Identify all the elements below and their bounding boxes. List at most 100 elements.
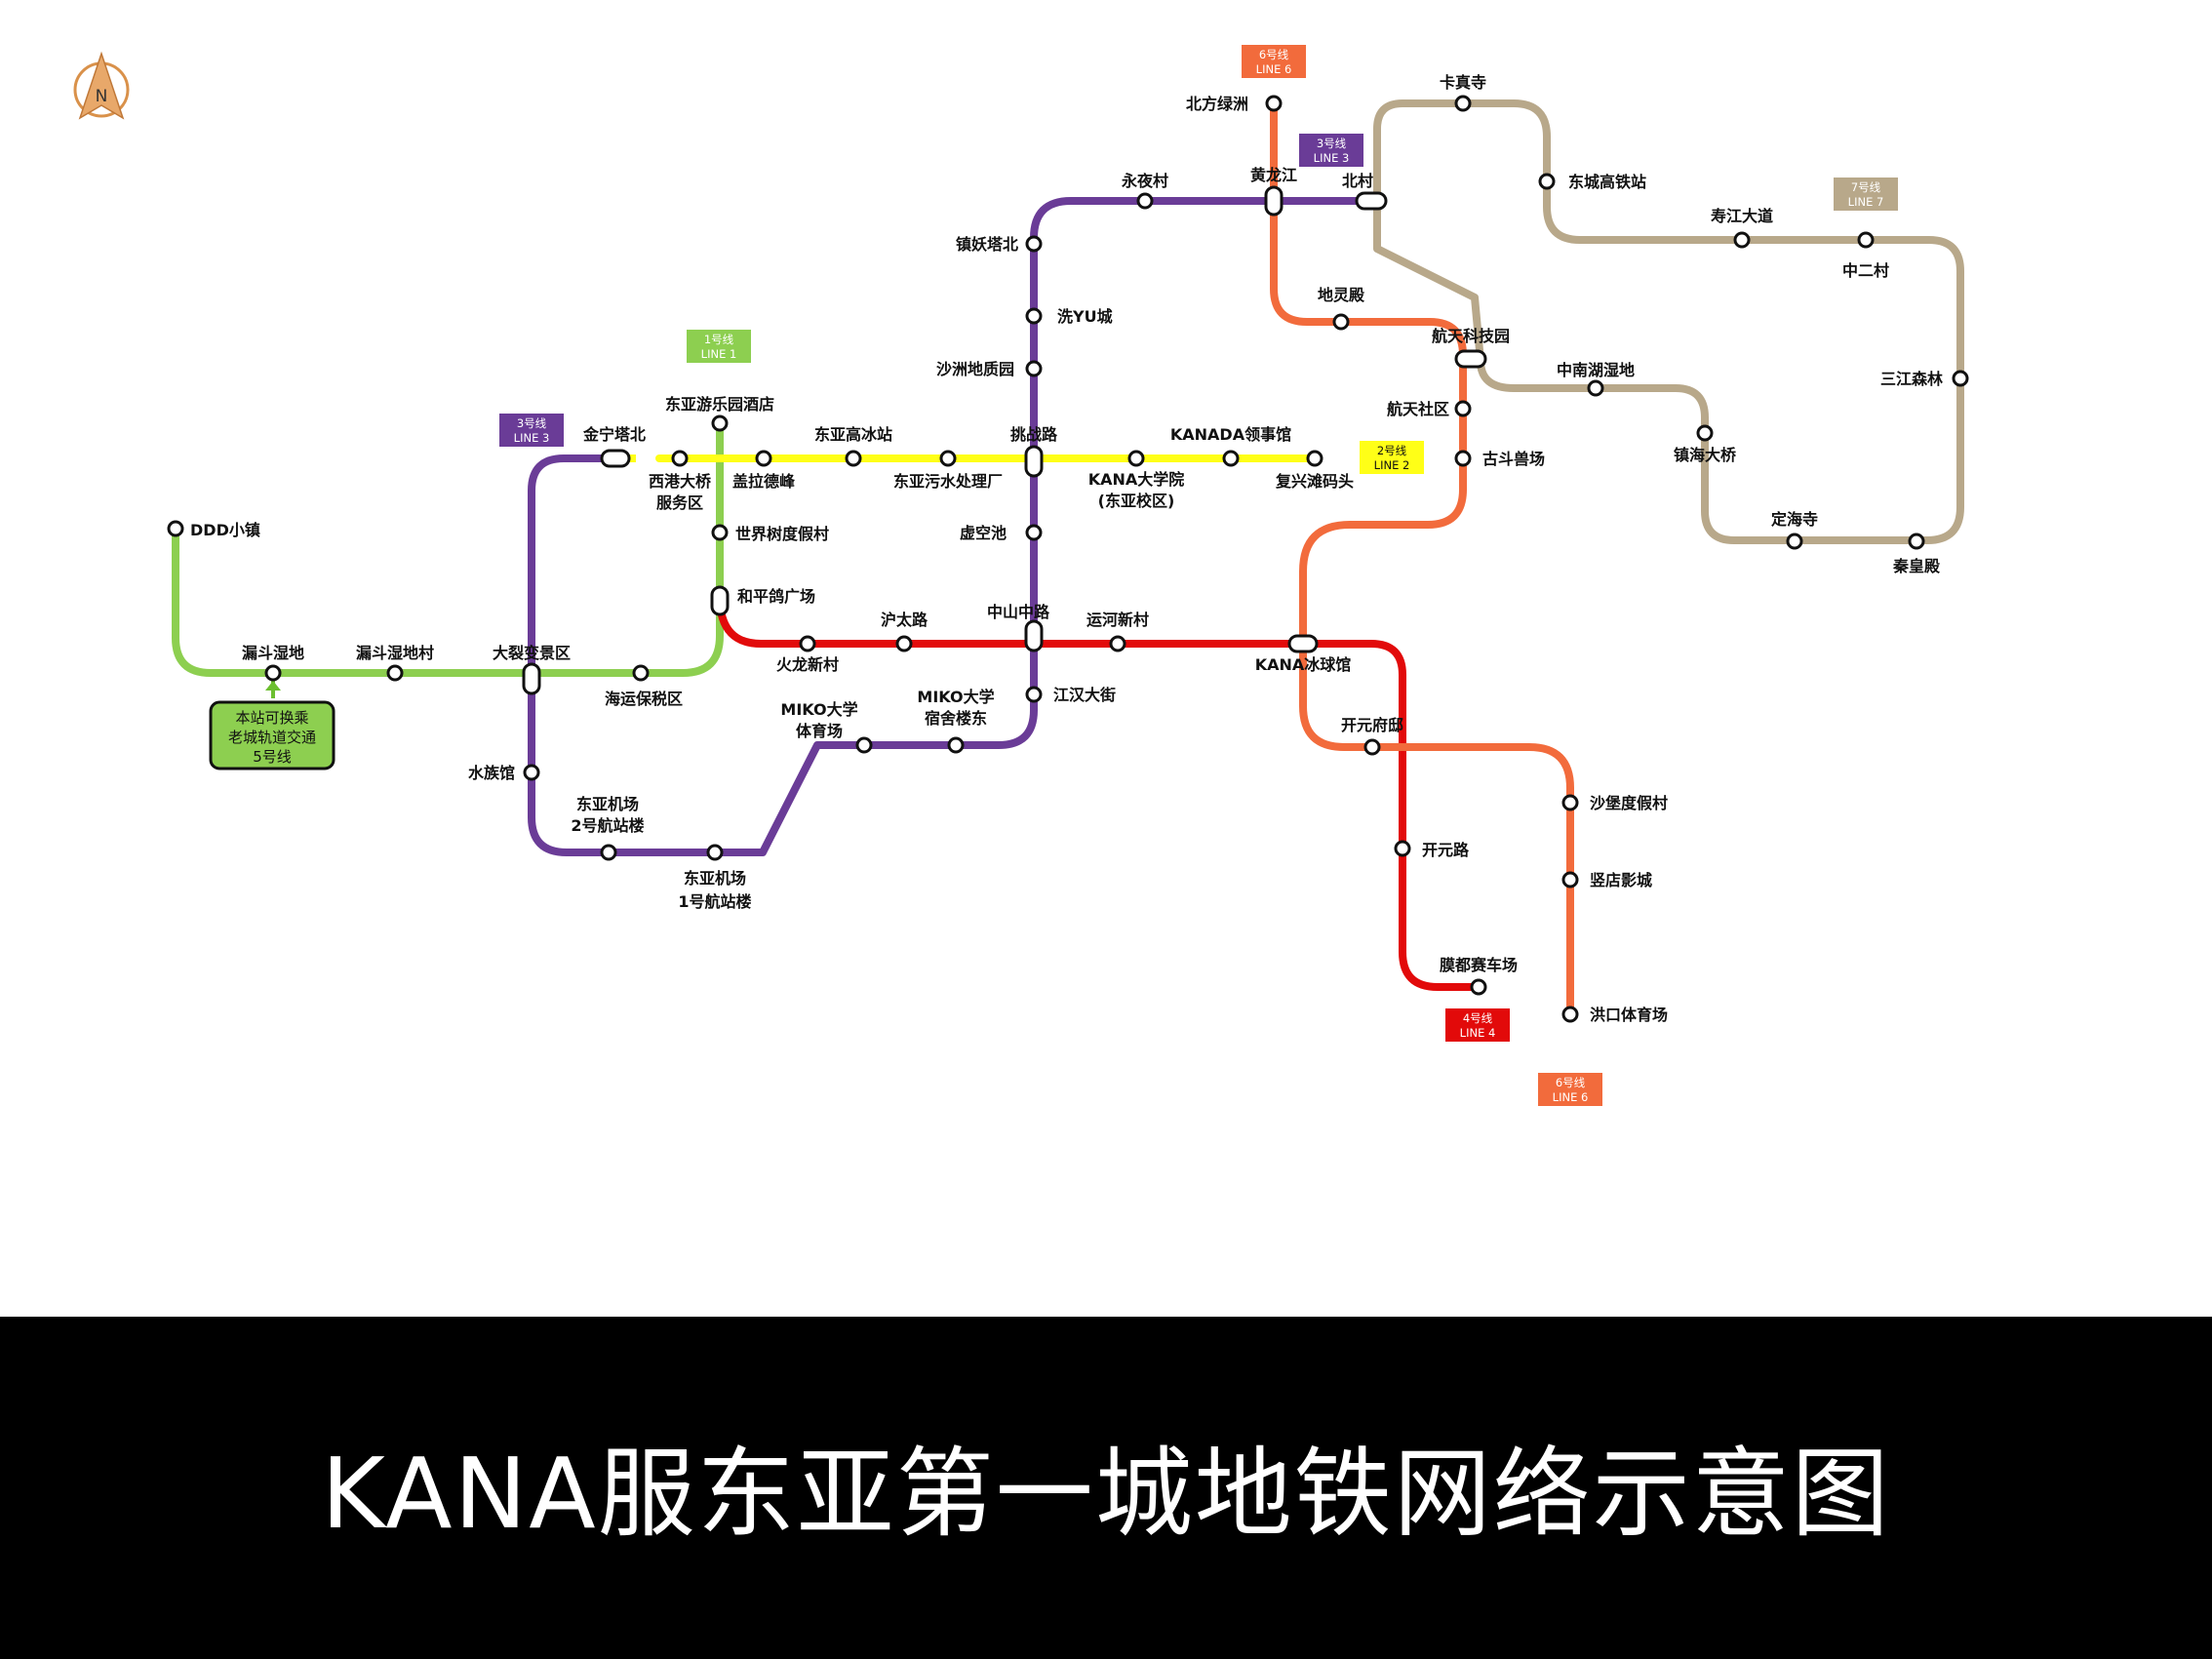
label-xigang-1: 西港大桥 bbox=[649, 472, 712, 491]
label-hongkou: 洪口体育场 bbox=[1590, 1006, 1668, 1024]
label-airport2-2: 2号航站楼 bbox=[571, 816, 644, 835]
line-2-badge-en: LINE 2 bbox=[1374, 458, 1410, 472]
footer-bar bbox=[0, 1317, 2212, 1659]
label-shazhou: 沙洲地质园 bbox=[936, 360, 1014, 378]
station-beifang bbox=[1265, 95, 1283, 112]
label-kaiyuanfu: 开元府邸 bbox=[1341, 716, 1403, 734]
label-miko-gym-1: MIKO大学 bbox=[780, 700, 857, 719]
line-6-badge-south-en: LINE 6 bbox=[1553, 1090, 1589, 1104]
station-dongcheng bbox=[1538, 173, 1556, 190]
line-7-badge-cn: 7号线 bbox=[1851, 180, 1881, 194]
label-hutai: 沪太路 bbox=[881, 611, 928, 629]
interchange-kanaice bbox=[1287, 634, 1319, 653]
interchange-daliebian bbox=[522, 662, 541, 695]
station-yunhe bbox=[1109, 635, 1126, 652]
station-zhongnan bbox=[1587, 379, 1604, 397]
interchange-hangtiankj bbox=[1454, 349, 1487, 369]
line-6-badge-north-en: LINE 6 bbox=[1256, 62, 1292, 76]
label-hangtiankj: 航天科技园 bbox=[1432, 327, 1510, 345]
line-4-badge: 4号线 LINE 4 bbox=[1445, 1008, 1510, 1042]
station-loudou bbox=[264, 664, 282, 682]
label-gailade: 盖拉德峰 bbox=[732, 472, 796, 491]
station-zhonger bbox=[1857, 231, 1875, 249]
label-kanadx-2: (东亚校区) bbox=[1098, 492, 1175, 510]
station-wushui bbox=[939, 450, 957, 467]
station-mudu bbox=[1470, 978, 1487, 996]
station-shabao bbox=[1561, 794, 1579, 811]
label-zhonger: 中二村 bbox=[1842, 261, 1889, 280]
label-miko-gym-2: 体育场 bbox=[796, 722, 843, 740]
line-7-badge: 7号线 LINE 7 bbox=[1834, 178, 1898, 211]
line-1-badge: 1号线 LINE 1 bbox=[687, 330, 751, 363]
north-compass-icon: N bbox=[73, 51, 130, 120]
label-ddd: DDD小镇 bbox=[190, 521, 260, 539]
station-miko-sus bbox=[947, 736, 965, 754]
line-2-badge-cn: 2号线 bbox=[1377, 444, 1407, 457]
line-4-track bbox=[716, 597, 1482, 991]
label-zhenhai: 镇海大桥 bbox=[1674, 446, 1737, 464]
label-tiaozhan: 挑战路 bbox=[1010, 425, 1058, 444]
label-miko-sus-2: 宿舍楼东 bbox=[925, 709, 987, 728]
interchange-markers bbox=[522, 185, 1487, 695]
map-title: KANA服东亚第一城地铁网络示意图 bbox=[321, 1437, 1891, 1551]
label-airport1-1: 东亚机场 bbox=[684, 869, 746, 888]
station-haiyun bbox=[632, 664, 650, 682]
station-sanjiang bbox=[1952, 370, 1969, 387]
station-kanadx bbox=[1127, 450, 1145, 467]
label-dongyouyuan: 东亚游乐园酒店 bbox=[665, 395, 774, 414]
label-dinghai: 定海寺 bbox=[1770, 510, 1818, 529]
station-gailade bbox=[755, 450, 772, 467]
station-loudoucun bbox=[386, 664, 404, 682]
station-huolong bbox=[799, 635, 816, 652]
label-zhenyao: 镇妖塔北 bbox=[956, 235, 1018, 254]
label-kaiyuanlu: 开元路 bbox=[1422, 841, 1470, 859]
label-shijieshu: 世界树度假村 bbox=[735, 525, 829, 543]
line-1-track bbox=[172, 419, 724, 677]
interchange-beicun bbox=[1355, 191, 1388, 211]
interchange-note-line3: 5号线 bbox=[253, 748, 292, 766]
line-3-badge-north-cn: 3号线 bbox=[1317, 137, 1347, 150]
station-kazhen bbox=[1454, 95, 1472, 112]
label-daliebian: 大裂变景区 bbox=[493, 644, 571, 662]
label-miko-sus-1: MIKO大学 bbox=[917, 688, 994, 706]
station-markers bbox=[167, 95, 1969, 1023]
station-kanada bbox=[1222, 450, 1240, 467]
label-qinhuang: 秦皇殿 bbox=[1892, 557, 1941, 575]
label-kanada: KANADA领事馆 bbox=[1170, 425, 1291, 444]
label-sanjiang: 三江森林 bbox=[1880, 370, 1943, 388]
label-gaobing: 东亚高冰站 bbox=[814, 425, 892, 444]
label-jianghan: 江汉大街 bbox=[1053, 686, 1116, 704]
station-hutai bbox=[895, 635, 913, 652]
label-zhongshan: 中山中路 bbox=[987, 603, 1050, 621]
label-xiyu: 洗YU城 bbox=[1057, 307, 1113, 326]
line-4-badge-en: LINE 4 bbox=[1460, 1026, 1496, 1040]
station-shuizu bbox=[523, 764, 540, 781]
label-kanaice: KANA冰球馆 bbox=[1255, 655, 1352, 674]
line-2-badge: 2号线 LINE 2 bbox=[1360, 441, 1424, 474]
station-xiyu bbox=[1025, 307, 1043, 325]
station-shijieshu bbox=[711, 524, 729, 541]
label-beifang: 北方绿洲 bbox=[1186, 95, 1248, 113]
label-huolong: 火龙新村 bbox=[776, 655, 839, 674]
label-airport1-2: 1号航站楼 bbox=[678, 892, 751, 911]
label-gudou: 古斗兽场 bbox=[1482, 450, 1545, 468]
station-yongye bbox=[1136, 192, 1154, 210]
label-hangtiansq: 航天社区 bbox=[1387, 400, 1449, 418]
station-jianghan bbox=[1025, 686, 1043, 703]
label-shudian: 竖店影城 bbox=[1590, 871, 1652, 889]
interchange-huanglong bbox=[1264, 185, 1284, 217]
line-3-badge-west-cn: 3号线 bbox=[517, 416, 547, 430]
station-shudian bbox=[1561, 871, 1579, 889]
label-wushui: 东亚污水处理厂 bbox=[893, 472, 1003, 491]
label-airport2-1: 东亚机场 bbox=[576, 795, 639, 813]
label-mudu: 膜都赛车场 bbox=[1440, 956, 1518, 974]
station-labels: DDD小镇 漏斗湿地 漏斗湿地村 大裂变景区 海运保税区 和平鸽广场 世界树度假… bbox=[190, 73, 1943, 1024]
line-6-badge-south-cn: 6号线 bbox=[1556, 1076, 1586, 1089]
line-3-badge-west-en: LINE 3 bbox=[514, 431, 550, 445]
line-1-badge-en: LINE 1 bbox=[701, 347, 737, 361]
station-gudou bbox=[1454, 450, 1472, 467]
label-xigang-2: 服务区 bbox=[656, 494, 703, 512]
label-dongcheng: 东城高铁站 bbox=[1568, 173, 1646, 191]
station-qinhuang bbox=[1908, 533, 1925, 550]
